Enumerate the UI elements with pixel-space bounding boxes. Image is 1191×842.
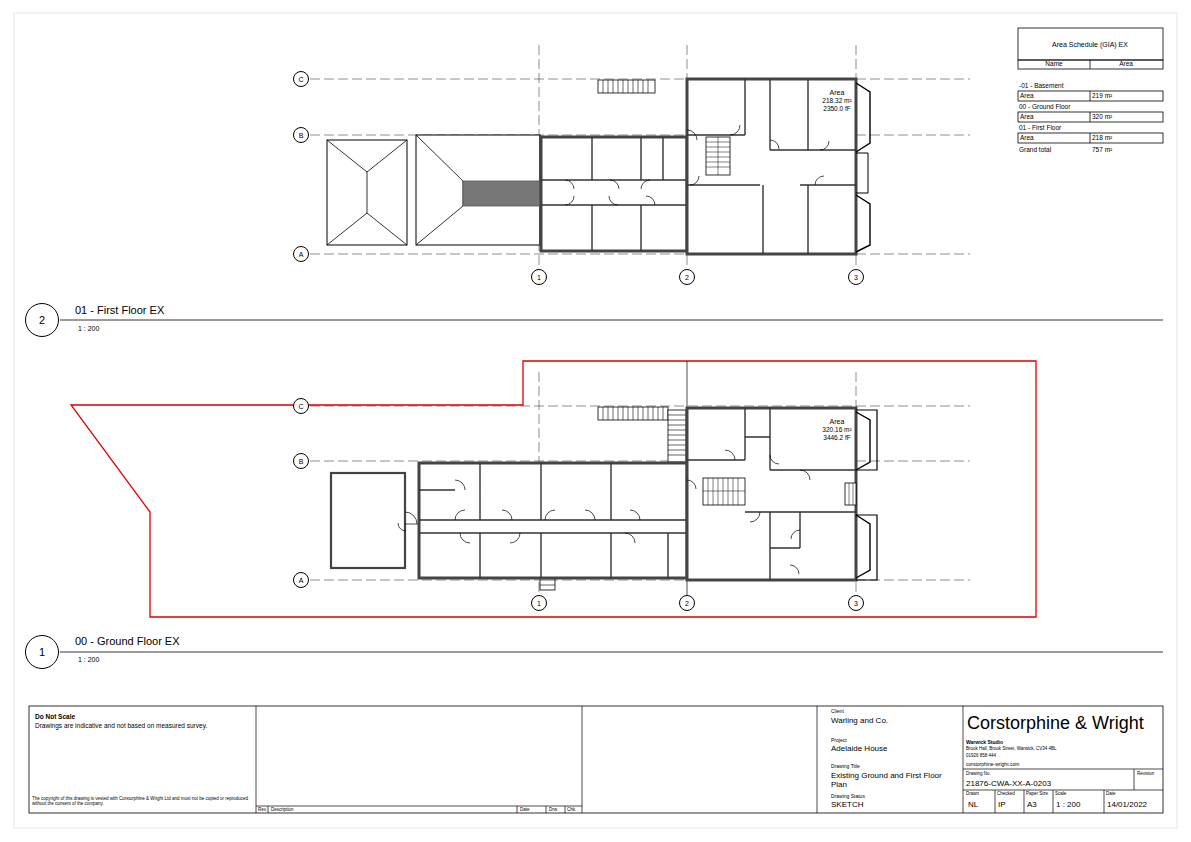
revision-header: Rev.: [258, 808, 267, 813]
table-group: 00 - Ground Floor: [1019, 104, 1070, 111]
table-cell: 219 m²: [1092, 93, 1112, 100]
field-caption: Drawing Title: [831, 764, 860, 769]
grid-bubble: B: [293, 127, 309, 143]
office-address: Brook Hall, Brook Street, Warwick, CV34 …: [966, 747, 1057, 752]
note-text: Drawings are indicative and not based on…: [35, 723, 207, 730]
area-tag: 218.32 m²: [822, 98, 851, 105]
view-scale: 1 : 200: [78, 325, 99, 332]
field-caption: Date: [1106, 792, 1116, 797]
grid-label: 3: [854, 274, 858, 281]
view-title: 00 - Ground Floor EX: [75, 636, 180, 647]
field-value: A3: [1027, 801, 1037, 809]
grid-bubble: C: [293, 398, 309, 414]
grid-label: 1: [537, 274, 541, 281]
table-cell: 218 m²: [1092, 135, 1112, 142]
grid-bubble: 3: [848, 269, 864, 285]
office-name: Warwick Studio: [966, 740, 1003, 745]
area-tag: 3446.2 fF: [823, 435, 850, 442]
table-header: Name: [1045, 61, 1062, 68]
grid-label: 1: [537, 600, 541, 607]
grid-label: 2: [39, 315, 45, 326]
area-tag: Area: [830, 418, 845, 425]
grid-label: C: [298, 76, 303, 83]
table-cell: Area: [1020, 135, 1034, 142]
company-logo: Corstorphine & Wright: [967, 714, 1144, 732]
field-caption: Project: [831, 738, 847, 743]
grid-bubble: 3: [848, 595, 864, 611]
table-cell: Area: [1020, 93, 1034, 100]
field-caption: Drawing No.: [966, 772, 991, 777]
field-caption: Scale: [1055, 792, 1066, 797]
table-total: 757 m²: [1092, 147, 1112, 154]
grid-bubble: A: [293, 246, 309, 262]
view-number: 2: [25, 303, 59, 337]
grid-bubble: 2: [679, 269, 695, 285]
table-group: 01 - First Floor: [1019, 125, 1061, 132]
grid-bubble: 1: [531, 595, 547, 611]
grid-label: 3: [854, 600, 858, 607]
field-value: Adelaide House: [831, 745, 887, 753]
grid-bubble: 2: [679, 595, 695, 611]
field-value: Existing Ground and First Floor Plan: [831, 771, 956, 789]
office-phone: 01926 858 444: [966, 754, 996, 759]
field-value: SKETCH: [831, 801, 863, 809]
revision-header: Chk.: [567, 808, 576, 813]
table-cell: Area: [1020, 114, 1034, 121]
table-title: Area Schedule (GIA) EX: [1052, 41, 1128, 48]
grid-label: B: [299, 132, 304, 139]
grid-label: A: [299, 251, 304, 258]
grid-label: 1: [39, 647, 45, 658]
grid-label: A: [299, 577, 304, 584]
revision-header: Drw.: [549, 808, 558, 813]
grid-bubble: A: [293, 572, 309, 588]
field-caption: Drawn: [966, 792, 979, 797]
grid-label: B: [299, 458, 304, 465]
field-caption: Revision: [1137, 772, 1154, 777]
area-tag: Area: [830, 89, 845, 96]
field-caption: Drawing Status: [831, 794, 865, 799]
grid-label: 2: [685, 274, 689, 281]
field-value: 1 : 200: [1056, 801, 1080, 809]
grid-bubble: 1: [531, 269, 547, 285]
table-group: -01 - Basement: [1019, 83, 1063, 90]
table-total: Grand total: [1019, 147, 1051, 154]
area-tag: 320.16 m²: [822, 427, 851, 434]
field-value: 14/01/2022: [1107, 801, 1147, 809]
grid-label: 2: [685, 600, 689, 607]
field-caption: Checked: [997, 792, 1015, 797]
table-header: Area: [1119, 61, 1133, 68]
note-heading: Do Not Scale: [35, 714, 75, 721]
view-title: 01 - First Floor EX: [75, 305, 164, 316]
field-caption: Client: [831, 709, 844, 714]
revision-header: Date: [520, 808, 530, 813]
field-caption: Paper Size: [1026, 792, 1048, 797]
copyright-note: The copyright of this drawing is vested …: [32, 796, 252, 806]
field-value: Warling and Co.: [831, 717, 888, 725]
revision-header: Description: [271, 808, 294, 813]
table-cell: 320 m²: [1092, 114, 1112, 121]
grid-bubble: B: [293, 453, 309, 469]
view-number: 1: [25, 635, 59, 669]
field-value: IP: [998, 801, 1006, 809]
grid-label: C: [298, 403, 303, 410]
view-scale: 1 : 200: [78, 656, 99, 663]
field-value: NL: [968, 801, 978, 809]
grid-bubble: C: [293, 71, 309, 87]
office-web: corstorphine-wright.com: [966, 762, 1019, 767]
drawing-number: 21876-CWA-XX-A-0203: [966, 780, 1051, 788]
area-tag: 2350.0 fF: [823, 106, 850, 113]
